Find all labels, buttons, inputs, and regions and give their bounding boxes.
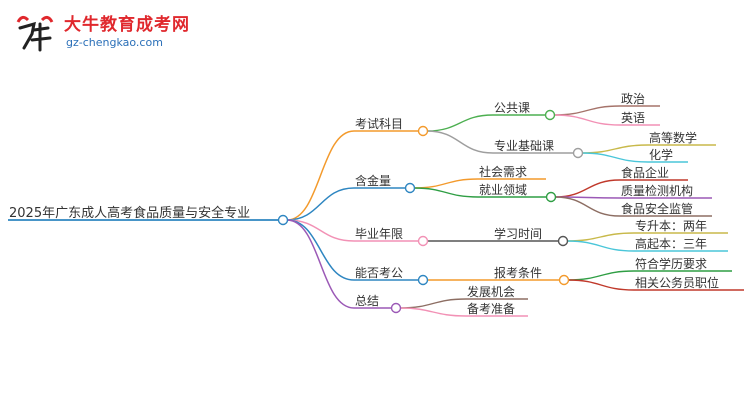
branch-node-2[interactable] (417, 235, 429, 247)
leaf-topic-1-1-1[interactable]: 质量检测机构 (621, 183, 693, 198)
site-logo[interactable]: 大牛教育成考网 gz-chengkao.com (8, 8, 189, 58)
logo-title: 大牛教育成考网 (64, 15, 190, 35)
link-branch-4-1 (399, 307, 467, 317)
root-node[interactable] (277, 214, 289, 226)
link-branch-1-1 (413, 187, 479, 198)
link-sub-1-1-2 (554, 196, 621, 217)
leaf-topic-3-0-1[interactable]: 相关公务员职位 (635, 275, 719, 290)
leaf-topic-2-0-0[interactable]: 专升本：两年 (635, 218, 707, 233)
link-root-4 (286, 219, 355, 309)
logo-url: gz-chengkao.com (66, 36, 163, 49)
subtopic-4-0[interactable]: 发展机会 (467, 284, 515, 299)
subtopic-node-1-1[interactable] (545, 191, 557, 203)
subtopic-2-0[interactable]: 学习时间 (494, 226, 542, 241)
mind-map-links (8, 105, 744, 317)
link-sub-3-0-1 (567, 279, 635, 291)
link-root-1 (286, 187, 355, 221)
subtopic-0-0[interactable]: 公共课 (494, 101, 530, 115)
branch-node-0[interactable] (417, 125, 429, 137)
link-branch-4-0 (399, 298, 467, 309)
link-root-3 (286, 219, 355, 281)
branch-topic-3[interactable]: 能否考公 (355, 266, 403, 280)
leaf-topic-0-1-0[interactable]: 高等数学 (649, 130, 697, 145)
branch-topic-2[interactable]: 毕业年限 (355, 227, 403, 241)
leaf-topic-1-1-0[interactable]: 食品企业 (621, 165, 669, 180)
subtopic-1-0[interactable]: 社会需求 (479, 164, 527, 179)
branch-node-1[interactable] (404, 182, 416, 194)
link-sub-0-0-1 (553, 114, 621, 126)
branch-topic-1[interactable]: 含金量 (355, 173, 391, 188)
subtopic-1-1[interactable]: 就业领域 (479, 183, 527, 197)
link-root-2 (286, 219, 355, 242)
root-topic[interactable]: 2025年广东成人高考食品质量与安全专业 (9, 205, 250, 221)
link-sub-3-0-0 (567, 270, 635, 281)
leaf-topic-1-1-2[interactable]: 食品安全监管 (621, 201, 693, 216)
subtopic-node-2-0[interactable] (557, 235, 569, 247)
subtopic-4-1[interactable]: 备考准备 (467, 302, 515, 316)
branch-node-4[interactable] (390, 302, 402, 314)
link-sub-1-1-0 (554, 179, 621, 198)
link-branch-0-0 (426, 114, 494, 132)
leaf-topic-0-1-1[interactable]: 化学 (649, 147, 673, 162)
subtopic-node-3-0[interactable] (558, 274, 570, 286)
branch-topic-4[interactable]: 总结 (355, 294, 379, 308)
link-sub-2-0-1 (566, 240, 635, 252)
link-branch-1-0 (413, 178, 479, 189)
link-branch-0-1 (426, 130, 494, 154)
link-sub-2-0-0 (566, 232, 635, 242)
link-sub-0-0-0 (553, 105, 621, 116)
leaf-topic-0-0-0[interactable]: 政治 (621, 92, 645, 106)
link-sub-0-1-1 (581, 152, 649, 163)
subtopic-node-0-0[interactable] (544, 109, 556, 121)
leaf-topic-2-0-1[interactable]: 高起本：三年 (635, 236, 707, 251)
link-sub-0-1-0 (581, 144, 649, 154)
branch-topic-0[interactable]: 考试科目 (355, 116, 403, 131)
leaf-topic-0-0-1[interactable]: 英语 (621, 111, 645, 125)
link-root-0 (286, 130, 355, 221)
subtopic-0-1[interactable]: 专业基础课 (494, 138, 554, 153)
branch-node-3[interactable] (417, 274, 429, 286)
subtopic-node-0-1[interactable] (572, 147, 584, 159)
subtopic-3-0[interactable]: 报考条件 (494, 265, 542, 280)
bull-logo-icon (16, 15, 54, 52)
leaf-topic-3-0-0[interactable]: 符合学历要求 (635, 256, 707, 271)
